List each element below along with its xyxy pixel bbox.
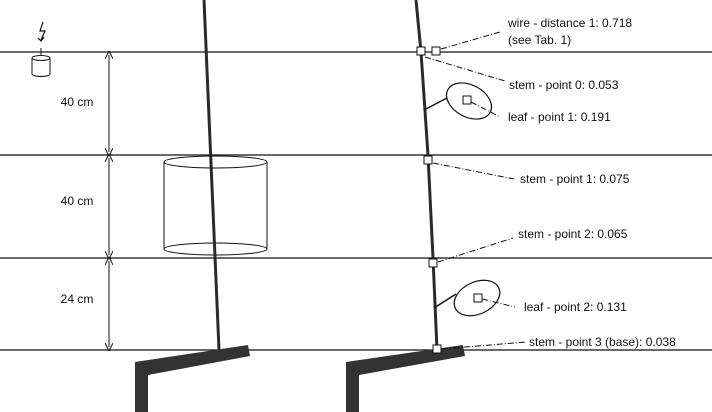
leader-stem-point-1: [432, 162, 515, 180]
left-stem: [202, 0, 221, 351]
label-stem-point-0: stem - point 0: 0.053: [509, 78, 619, 92]
label-stem-point-3: stem - point 3 (base): 0.038: [529, 335, 676, 349]
leaf-2: [433, 279, 501, 317]
dimension-middle-label: 40 cm: [61, 194, 94, 208]
leader-leaf-point-2: [481, 298, 516, 308]
stem-point-3-marker: [432, 344, 442, 354]
leader-leaf-point-1: [470, 101, 501, 118]
stem-point-2-marker: [428, 258, 438, 268]
cylinder-sensor-icon: [31, 48, 51, 77]
dimension-upper-label: 40 cm: [61, 95, 94, 109]
right-stem: [414, 0, 439, 351]
leader-wire-distance: [440, 31, 501, 50]
label-wire-distance: wire - distance 1: 0.718: [507, 16, 632, 30]
label-leaf-point-1: leaf - point 1: 0.191: [508, 110, 611, 124]
leader-stem-point-0: [424, 56, 506, 82]
leader-stem-point-2: [437, 237, 514, 263]
right-base: [346, 345, 465, 412]
label-wire-distance-note: (see Tab. 1): [508, 33, 571, 47]
protective-cylinder-top: [163, 155, 268, 169]
wire-distance-marker: [431, 46, 441, 56]
dimension-lower-label: 24 cm: [61, 292, 94, 306]
stem-point-1-marker: [423, 155, 433, 165]
dimension-upper: 40 cm: [61, 55, 109, 152]
stem-point-0-marker: [416, 46, 426, 56]
leader-stem-point-3: [441, 341, 527, 350]
label-leaf-point-2: leaf - point 2: 0.131: [524, 300, 627, 314]
label-stem-point-1: stem - point 1: 0.075: [520, 172, 630, 186]
leaf-point-2-marker: [473, 293, 483, 303]
leaf-point-1-marker: [462, 95, 472, 105]
leaf-1: [423, 82, 493, 120]
dimension-middle: 40 cm: [61, 158, 109, 255]
label-stem-point-2: stem - point 2: 0.065: [518, 227, 628, 241]
lightning-icon: [37, 21, 46, 42]
left-base: [135, 345, 250, 412]
dimension-lower: 24 cm: [61, 261, 109, 347]
